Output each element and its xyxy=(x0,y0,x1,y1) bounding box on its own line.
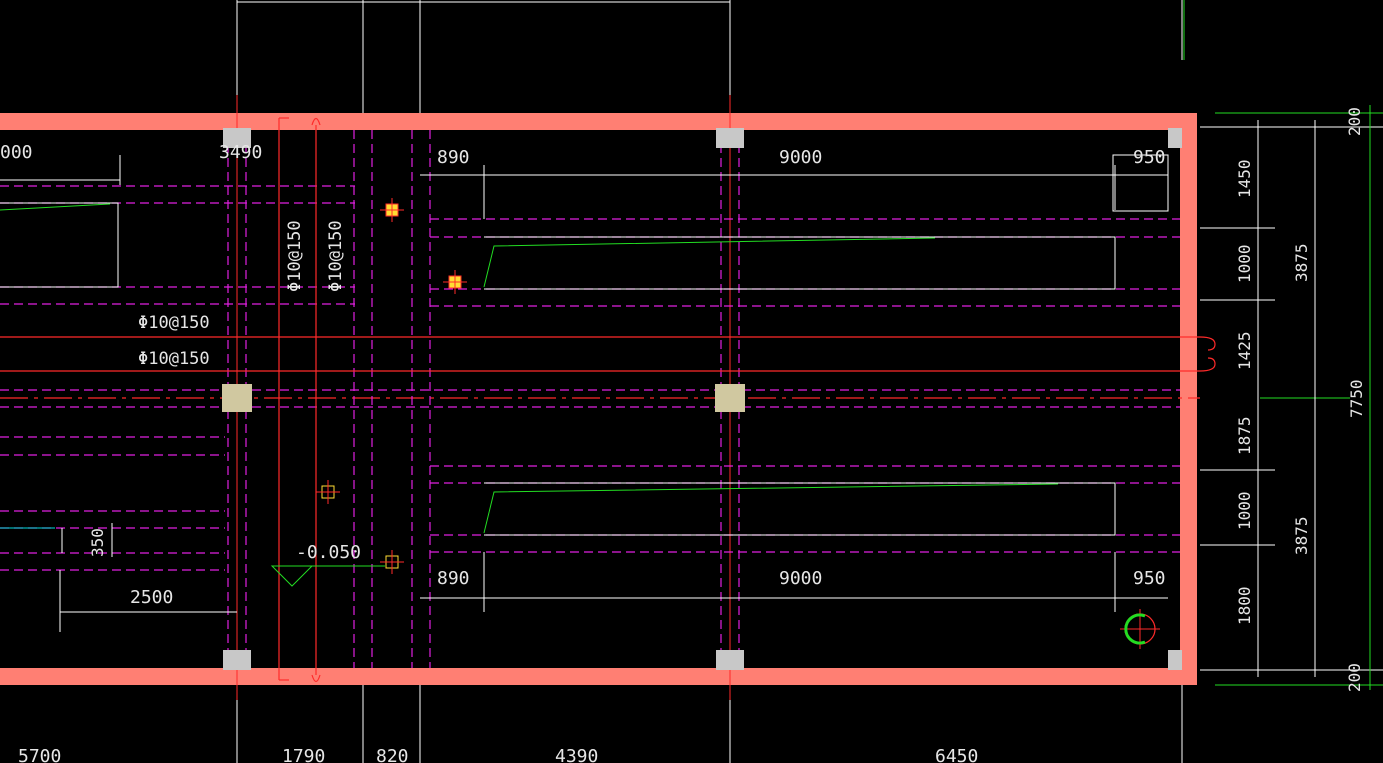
rebar-label: Φ10@150 xyxy=(138,349,210,369)
rebar-lines xyxy=(0,117,1216,683)
column xyxy=(716,650,744,670)
column xyxy=(223,128,251,148)
marker-square xyxy=(380,550,404,574)
dim-label: 200 xyxy=(1345,107,1364,136)
dim-label: 1875 xyxy=(1235,416,1254,455)
dim-label: 000 xyxy=(0,142,33,163)
column xyxy=(223,650,251,670)
bottom-row-labels: 890 9000 950 xyxy=(437,568,1166,589)
rebar-label: Φ10@150 xyxy=(326,220,346,292)
dim-label: 1000 xyxy=(1235,491,1254,530)
slope-lines xyxy=(0,203,1059,534)
column xyxy=(716,128,744,148)
dim-label: 1450 xyxy=(1235,159,1254,198)
dim-label: 890 xyxy=(437,147,470,168)
dim-label: 3875 xyxy=(1292,516,1311,555)
dim-label: 890 xyxy=(437,568,470,589)
axis-dim-label: 820 xyxy=(376,746,409,763)
column xyxy=(1168,128,1182,148)
column xyxy=(715,384,745,412)
rebar-labels: Φ10@150 Φ10@150 Φ10@150 Φ10@150 xyxy=(138,220,346,369)
column xyxy=(222,384,252,412)
dim-label: 1000 xyxy=(1235,244,1254,283)
level-label: -0.050 xyxy=(296,542,361,563)
column xyxy=(1168,650,1182,670)
wall-bands xyxy=(0,113,1197,685)
dim-label: 350 xyxy=(88,528,107,557)
internal-dimension-lines xyxy=(0,155,1168,632)
markers xyxy=(316,198,467,574)
dim-label: 1425 xyxy=(1235,331,1254,370)
right-col1-labels: 200 1450 1000 1425 1875 1000 1800 200 xyxy=(1235,107,1364,692)
right-col3-labels: 7750 xyxy=(1347,379,1366,418)
bottom-wall xyxy=(0,668,1197,685)
marker-square xyxy=(380,198,404,222)
right-wall xyxy=(1180,113,1197,685)
dim-label: 200 xyxy=(1345,663,1364,692)
right-col2-labels: 3875 3875 xyxy=(1292,243,1311,555)
dim-label: 9000 xyxy=(779,147,822,168)
level-mark xyxy=(270,565,385,587)
axis-lines xyxy=(0,95,1200,700)
dim-label: 3875 xyxy=(1292,243,1311,282)
axis-dim-label: 4390 xyxy=(555,746,598,763)
top-row-labels: 000 3490 890 9000 950 xyxy=(0,142,1166,168)
north-symbol-icon xyxy=(1120,609,1160,649)
rebar-label: Φ10@150 xyxy=(138,313,210,333)
right-dimension-lines xyxy=(1200,105,1383,690)
axis-dim-label: 5700 xyxy=(18,746,61,763)
dim-label: 9000 xyxy=(779,568,822,589)
marker-square xyxy=(443,270,467,294)
marker-square xyxy=(316,480,340,504)
top-extension-lines xyxy=(236,0,1185,113)
opening-outlines xyxy=(0,154,1169,536)
top-wall xyxy=(0,113,1197,130)
dim-label: 7750 xyxy=(1347,379,1366,418)
dashed-beams-horizontal xyxy=(0,185,1180,571)
rebar-label: Φ10@150 xyxy=(285,220,305,292)
bottom-axis-labels: 5700 1790 820 4390 6450 xyxy=(18,746,978,763)
dim-label: 950 xyxy=(1133,147,1166,168)
axis-dim-label: 1790 xyxy=(282,746,325,763)
dim-label: 2500 xyxy=(130,587,173,608)
left-dimension-labels: 2500 350 xyxy=(88,528,173,608)
dim-label: 1800 xyxy=(1235,586,1254,625)
dim-label: 3490 xyxy=(219,142,262,163)
dim-label: 950 xyxy=(1133,568,1166,589)
columns xyxy=(222,128,1182,670)
axis-dim-label: 6450 xyxy=(935,746,978,763)
